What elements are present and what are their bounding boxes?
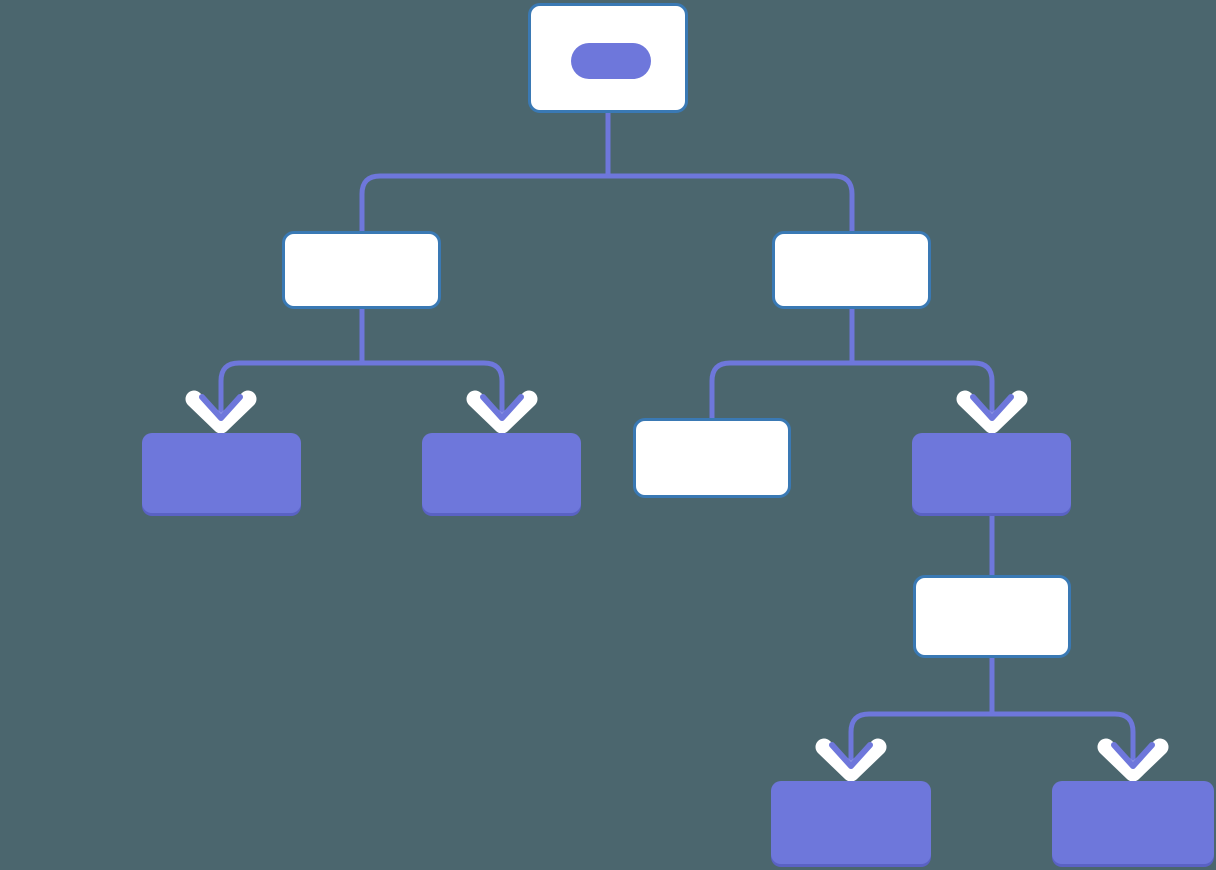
edge-level2-left-to-leaf-b-arrowhead xyxy=(466,390,538,434)
level3-white-node[interactable] xyxy=(633,418,791,498)
edge-level2-left-to-leaf-b xyxy=(362,360,505,433)
chevron-inner-icon xyxy=(480,394,524,421)
level5-leaf-right-node[interactable] xyxy=(1052,781,1214,864)
chevron-outline-icon xyxy=(466,390,538,434)
level3-leaf-b-node-label xyxy=(422,433,581,513)
level2-right-node[interactable] xyxy=(772,231,931,309)
edge-level2-right-to-branch xyxy=(852,360,995,433)
edge-level2-right-to-white-node xyxy=(709,360,852,418)
chevron-inner-icon xyxy=(199,394,243,421)
level3-leaf-b-node[interactable] xyxy=(422,433,581,513)
edge-level4-to-leaf-left xyxy=(848,711,992,781)
level2-left-node-label xyxy=(285,234,438,306)
level3-leaf-a-node[interactable] xyxy=(142,433,301,513)
chevron-outline-icon xyxy=(185,390,257,434)
level5-leaf-left-node[interactable] xyxy=(771,781,931,864)
chevron-inner-icon xyxy=(1111,742,1155,769)
edge-level2-left-to-leaf-a xyxy=(218,360,362,433)
level3-branch-node[interactable] xyxy=(912,433,1071,513)
root-pill-badge[interactable] xyxy=(571,43,651,79)
level5-leaf-right-node-label xyxy=(1052,781,1214,864)
edge-level4-to-leaf-right xyxy=(992,711,1136,781)
level2-left-node[interactable] xyxy=(282,231,441,309)
level3-leaf-a-node-label xyxy=(142,433,301,513)
chevron-outline-icon xyxy=(1097,738,1169,782)
chevron-inner-icon xyxy=(970,394,1014,421)
edge-level4-to-leaf-left-arrowhead xyxy=(815,738,887,782)
level3-white-node-label xyxy=(636,421,788,495)
edge-level2-right-to-branch-arrowhead xyxy=(956,390,1028,434)
level2-right-node-label xyxy=(775,234,928,306)
chevron-outline-icon xyxy=(956,390,1028,434)
chevron-inner-icon xyxy=(829,742,873,769)
edge-level4-to-leaf-right-arrowhead xyxy=(1097,738,1169,782)
level3-branch-node-label xyxy=(912,433,1071,513)
edge-level2-left-to-leaf-a-arrowhead xyxy=(185,390,257,434)
root-pill-badge-label xyxy=(571,43,651,79)
root-node[interactable] xyxy=(528,3,688,113)
level4-node-label xyxy=(916,578,1068,655)
chevron-outline-icon xyxy=(815,738,887,782)
level4-node[interactable] xyxy=(913,575,1071,658)
level5-leaf-left-node-label xyxy=(771,781,931,864)
